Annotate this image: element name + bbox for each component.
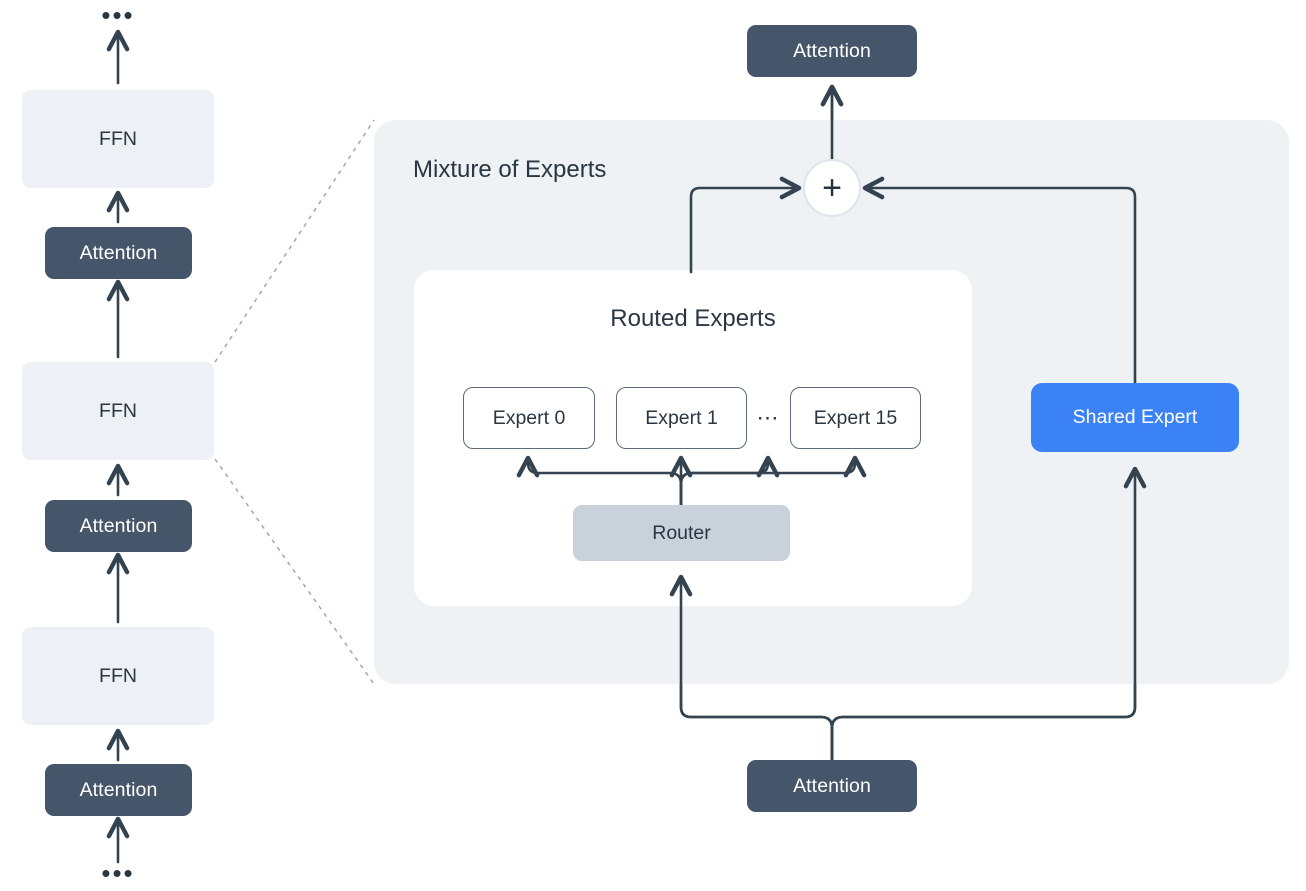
ffn-block-top[interactable]: FFN: [22, 90, 214, 188]
experts-ellipsis: ⋯: [756, 405, 780, 430]
sum-plus-icon: +: [822, 169, 842, 207]
shared-expert-box-label: Shared Expert: [1072, 406, 1198, 428]
arrow-router-to-expert-0-2: [516, 455, 683, 507]
bottom-ellipsis: •••: [101, 858, 135, 888]
arrow-input-attention-to-router-2: [669, 574, 834, 762]
attention-block-middle[interactable]: Attention: [45, 500, 192, 552]
expert-box-1-label: Expert 1: [645, 406, 718, 429]
moe-output-attention[interactable]: Attention: [747, 25, 917, 77]
moe-panel-title: Mixture of Experts: [413, 156, 607, 183]
arrow-input-attention-to-shared-expert-2: [830, 466, 1147, 762]
attention-block-middle-label: Attention: [79, 514, 158, 537]
moe-input-attention-label: Attention: [793, 774, 871, 797]
dashed-connector-bottom: [214, 458, 375, 685]
attention-block-lower-label: Attention: [79, 778, 158, 801]
shared-expert-box[interactable]: Shared Expert: [1031, 383, 1239, 452]
ffn-block-middle-label: FFN: [99, 399, 137, 422]
moe-output-attention-label: Attention: [793, 39, 871, 62]
expert-box-15-label: Expert 15: [813, 406, 898, 429]
attention-block-upper[interactable]: Attention: [45, 227, 192, 279]
zoom-connectors: [214, 119, 375, 685]
expert-box-0-label: Expert 0: [492, 406, 566, 429]
moe-arrows-visible: [516, 84, 1147, 762]
top-ellipsis: •••: [101, 0, 135, 30]
attention-block-upper-label: Attention: [79, 241, 158, 264]
arrow-router-to-ellipsis-2: [679, 455, 780, 507]
ffn-block-bottom-label: FFN: [99, 664, 137, 687]
expert-box-1[interactable]: Expert 1: [616, 387, 747, 449]
arrow-router-to-expert-15-2: [679, 455, 867, 507]
dashed-connector-top: [214, 119, 375, 363]
ffn-block-bottom[interactable]: FFN: [22, 627, 214, 725]
expert-box-15[interactable]: Expert 15: [790, 387, 921, 449]
moe-input-attention[interactable]: Attention: [747, 760, 917, 812]
routed-experts-title: Routed Experts: [610, 305, 776, 332]
expert-box-0[interactable]: Expert 0: [463, 387, 595, 449]
router-box[interactable]: Router: [573, 505, 790, 561]
attention-block-lower[interactable]: Attention: [45, 764, 192, 816]
ffn-block-middle[interactable]: FFN: [22, 362, 214, 460]
router-box-label: Router: [652, 521, 711, 544]
arrow-routed-to-sum-2: [689, 176, 802, 274]
sum-node-circle[interactable]: [803, 159, 861, 217]
ffn-block-top-label: FFN: [99, 127, 137, 150]
arrow-shared-to-sum-2: [862, 176, 1137, 385]
